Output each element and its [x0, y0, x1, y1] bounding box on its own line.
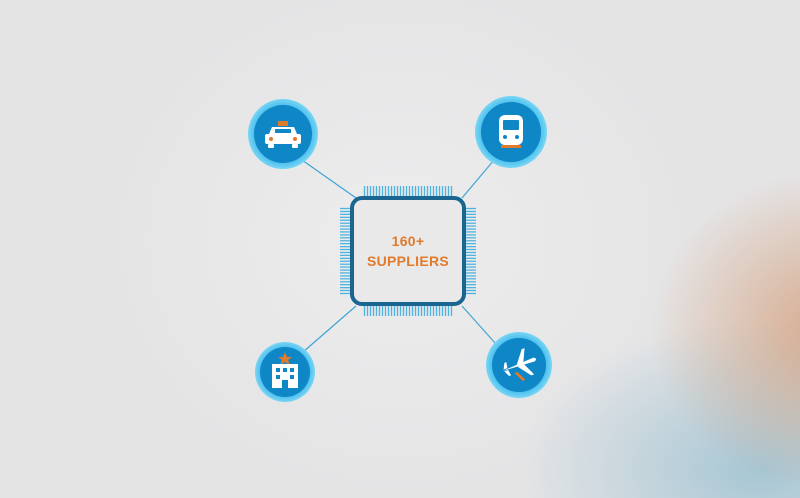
connector-train: [461, 159, 495, 199]
connector-flight: [461, 305, 497, 345]
flight-node: [486, 332, 552, 398]
connector-taxi: [301, 159, 357, 199]
taxi-node: [248, 99, 318, 169]
hotel-node: [255, 342, 315, 402]
hotel-icon: [272, 352, 298, 388]
airplane-icon: [502, 348, 536, 381]
taxi-icon: [265, 121, 301, 148]
supplier-caption: SUPPLIERS: [366, 253, 450, 269]
train-node: [475, 96, 547, 168]
connector-hotel: [302, 305, 357, 353]
chip-label: 160+ SUPPLIERS: [352, 200, 464, 302]
connector-lines: [301, 159, 497, 353]
train-icon: [499, 115, 523, 148]
supplier-count: 160+: [391, 233, 425, 249]
chip-body: [350, 196, 466, 306]
